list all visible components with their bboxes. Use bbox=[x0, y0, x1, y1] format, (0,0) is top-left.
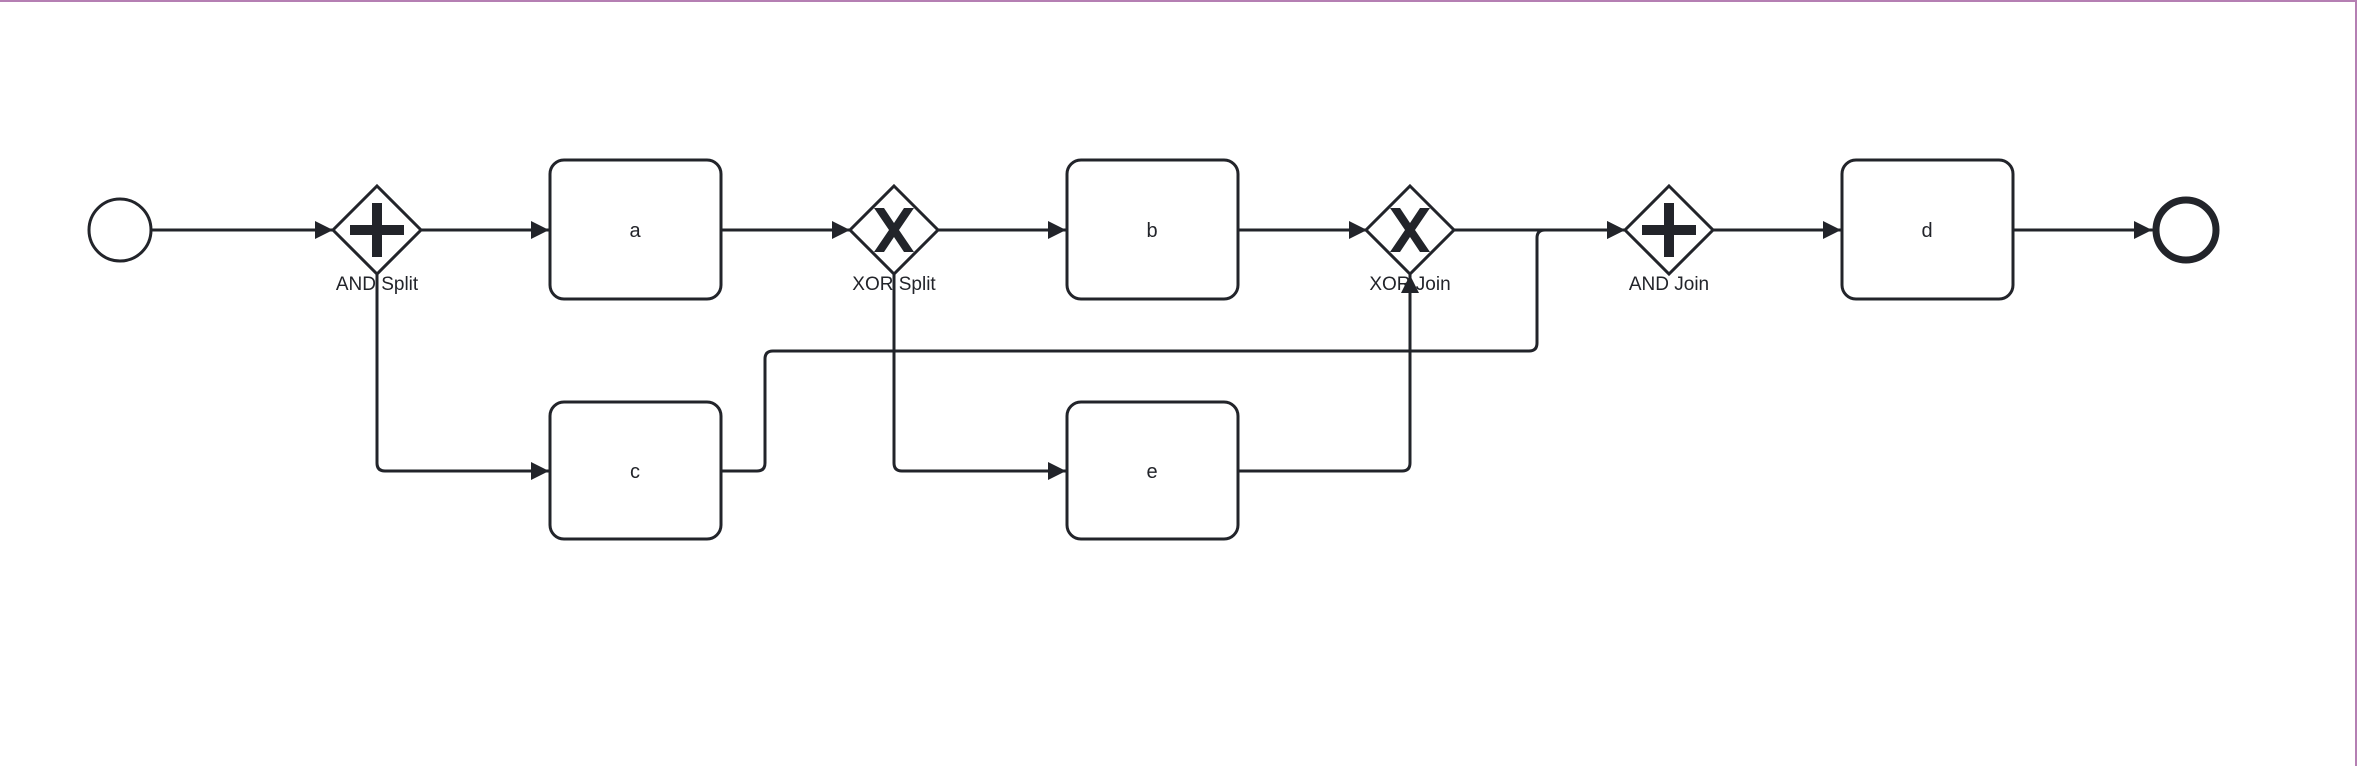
plus-icon bbox=[350, 203, 404, 257]
task-a[interactable]: a bbox=[548, 158, 723, 301]
gateway-label-and-join: AND Join bbox=[1629, 274, 1709, 295]
flow-and-split-to-c[interactable] bbox=[375, 272, 551, 480]
and-split-gateway[interactable]: AND Split bbox=[330, 183, 424, 295]
x-icon bbox=[874, 208, 914, 252]
start-event[interactable] bbox=[87, 197, 153, 263]
and-join-gateway[interactable]: AND Join bbox=[1622, 183, 1716, 295]
xor-join-gateway[interactable]: XOR Join bbox=[1363, 183, 1457, 295]
xor-split-gateway[interactable]: XOR Split bbox=[847, 183, 941, 295]
task-label: e bbox=[1146, 461, 1157, 483]
gateway-label-xor-split: XOR Split bbox=[852, 274, 936, 295]
flow-xor-split-to-e[interactable] bbox=[892, 272, 1068, 480]
x-icon bbox=[1390, 208, 1430, 252]
task-label: b bbox=[1146, 220, 1157, 242]
sequence-flows bbox=[149, 221, 2154, 480]
task-e[interactable]: e bbox=[1065, 400, 1240, 541]
gateway-label-and-split: AND Split bbox=[336, 274, 419, 295]
task-b[interactable]: b bbox=[1065, 158, 1240, 301]
task-d[interactable]: d bbox=[1840, 158, 2015, 301]
task-c[interactable]: c bbox=[548, 400, 723, 541]
gateway-label-xor-join: XOR Join bbox=[1369, 274, 1450, 295]
task-label: a bbox=[629, 220, 641, 242]
plus-icon bbox=[1642, 203, 1696, 257]
end-event[interactable] bbox=[2152, 196, 2220, 264]
task-label: d bbox=[1921, 220, 1932, 242]
flow-e-to-xor-join[interactable] bbox=[1236, 273, 1419, 473]
flow-c-to-and-join[interactable] bbox=[719, 221, 1627, 473]
task-label: c bbox=[630, 461, 640, 483]
